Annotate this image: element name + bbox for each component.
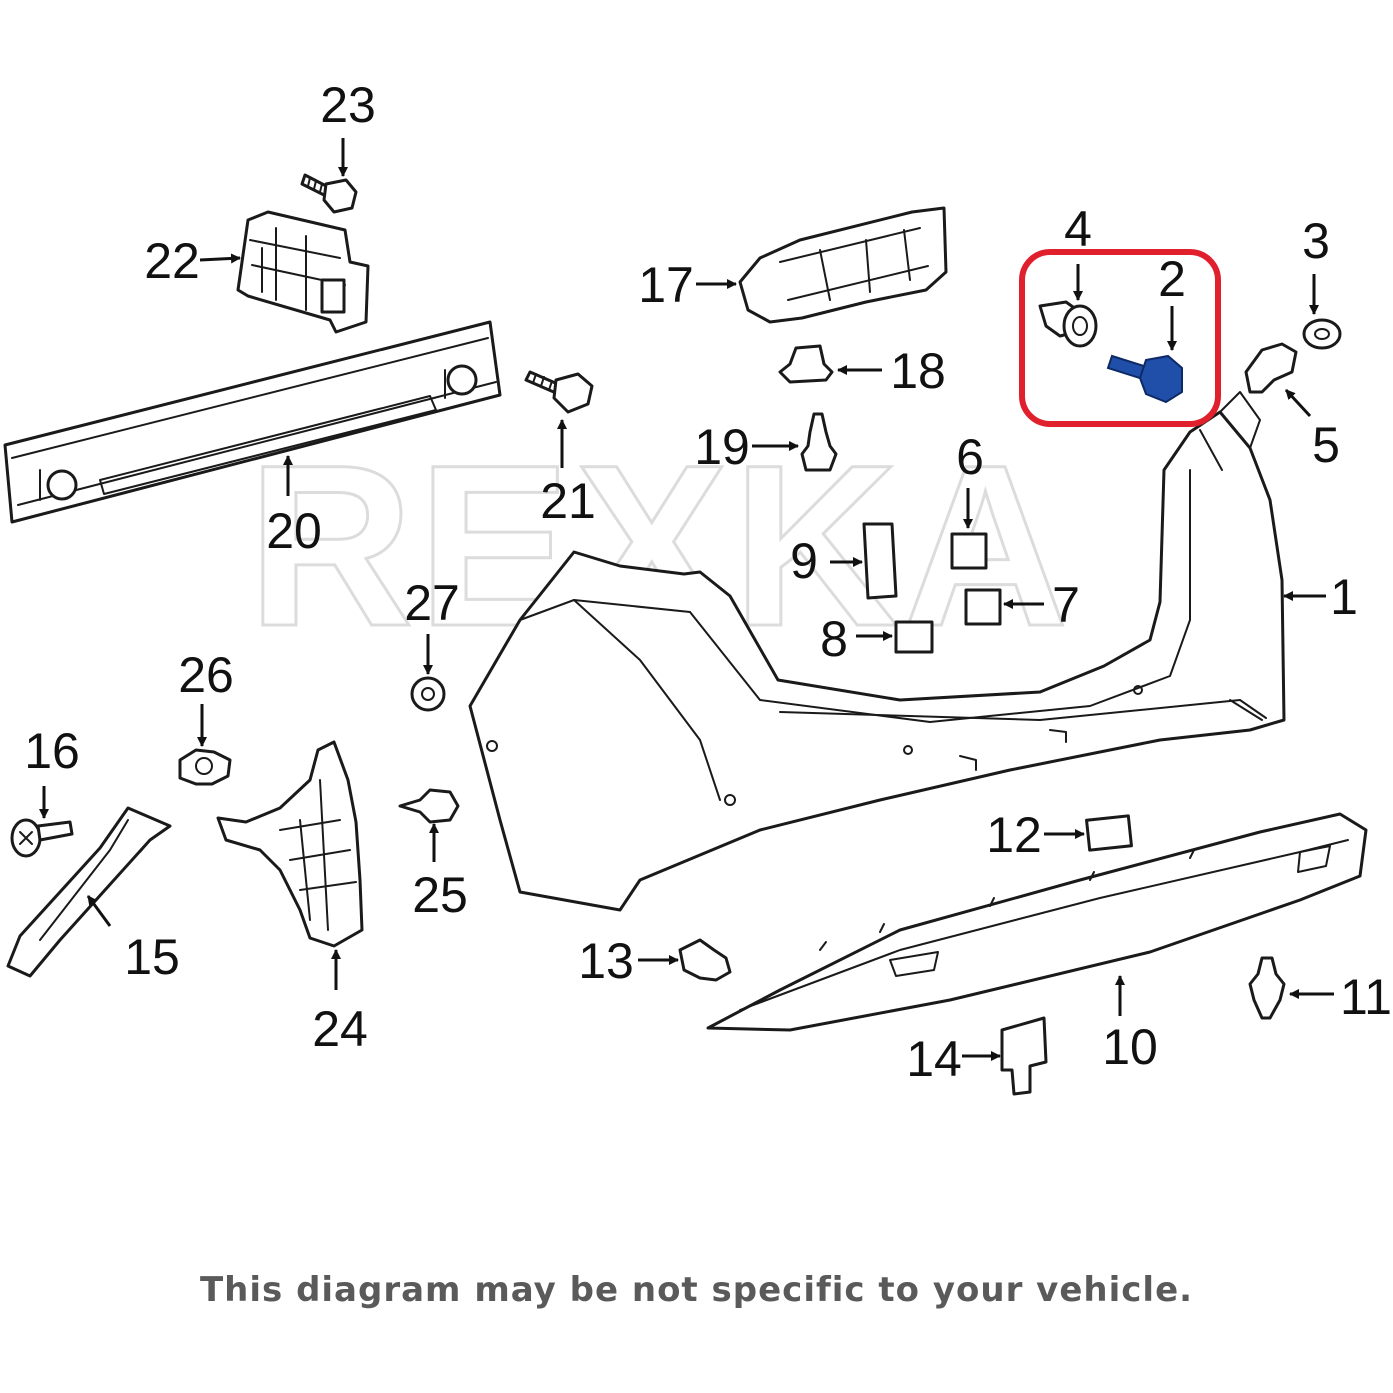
part-5-clip[interactable] bbox=[1244, 342, 1298, 394]
part-11-clip[interactable] bbox=[1248, 956, 1286, 1020]
callout-10[interactable]: 10 bbox=[1102, 1019, 1158, 1075]
callout-8[interactable]: 8 bbox=[820, 611, 848, 667]
callout-26[interactable]: 26 bbox=[178, 647, 234, 703]
part-18-clip[interactable] bbox=[778, 344, 834, 384]
part-16-screw[interactable] bbox=[10, 818, 74, 858]
part-3-washer[interactable] bbox=[1302, 318, 1342, 350]
part-6-spacer[interactable] bbox=[950, 532, 988, 570]
callout-5[interactable]: 5 bbox=[1312, 417, 1340, 473]
callout-23[interactable]: 23 bbox=[320, 77, 376, 133]
callout-11[interactable]: 11 bbox=[1340, 969, 1392, 1025]
part-4-clip[interactable] bbox=[1038, 300, 1098, 348]
callout-27[interactable]: 27 bbox=[404, 575, 460, 631]
callout-1[interactable]: 1 bbox=[1330, 569, 1358, 625]
callout-6[interactable]: 6 bbox=[956, 429, 984, 485]
callout-numbers: 23 22 17 18 19 20 21 4 2 3 5 6 9 7 8 1 2… bbox=[24, 77, 1392, 1087]
part-22-bracket[interactable] bbox=[236, 210, 370, 334]
callout-9[interactable]: 9 bbox=[790, 533, 818, 589]
disclaimer-text: This diagram may be not specific to your… bbox=[199, 1270, 1194, 1310]
callout-2[interactable]: 2 bbox=[1158, 251, 1186, 307]
callout-7[interactable]: 7 bbox=[1052, 577, 1080, 633]
part-10-lower-cover[interactable] bbox=[706, 812, 1368, 1032]
part-8-spacer[interactable] bbox=[894, 620, 934, 654]
callout-21[interactable]: 21 bbox=[540, 473, 596, 529]
part-17-retainer[interactable] bbox=[738, 206, 948, 324]
callout-17[interactable]: 17 bbox=[638, 257, 694, 313]
part-19-pin[interactable] bbox=[800, 412, 838, 472]
callout-3[interactable]: 3 bbox=[1302, 213, 1330, 269]
part-15-side-bracket[interactable] bbox=[6, 806, 172, 978]
highlight-box bbox=[1019, 249, 1221, 427]
part-2-bolt[interactable] bbox=[1106, 354, 1183, 404]
part-23-bolt[interactable] bbox=[300, 173, 358, 214]
callout-25[interactable]: 25 bbox=[412, 867, 468, 923]
part-20-reinforcement[interactable] bbox=[3, 320, 502, 524]
part-12-spacer[interactable] bbox=[1085, 814, 1133, 852]
callout-12[interactable]: 12 bbox=[986, 807, 1042, 863]
callout-15[interactable]: 15 bbox=[124, 929, 180, 985]
callout-14[interactable]: 14 bbox=[906, 1031, 962, 1087]
part-21-bolt[interactable] bbox=[524, 370, 594, 414]
callout-13[interactable]: 13 bbox=[578, 933, 634, 989]
part-7-spacer[interactable] bbox=[964, 588, 1002, 626]
part-9-pad[interactable] bbox=[862, 522, 898, 600]
part-13-clip[interactable] bbox=[678, 938, 732, 982]
callout-20[interactable]: 20 bbox=[266, 503, 322, 559]
leader-arrows bbox=[39, 138, 1334, 1061]
part-24-side-retainer[interactable] bbox=[216, 740, 364, 948]
callout-18[interactable]: 18 bbox=[890, 343, 946, 399]
callout-22[interactable]: 22 bbox=[144, 233, 200, 289]
part-25-pin[interactable] bbox=[398, 788, 460, 824]
callout-16[interactable]: 16 bbox=[24, 723, 80, 779]
part-26-clip[interactable] bbox=[178, 748, 232, 786]
part-14-cover[interactable] bbox=[1000, 1016, 1048, 1096]
callout-19[interactable]: 19 bbox=[694, 419, 750, 475]
callout-4[interactable]: 4 bbox=[1064, 201, 1092, 257]
part-27-nut[interactable] bbox=[410, 676, 446, 712]
callout-24[interactable]: 24 bbox=[312, 1001, 368, 1057]
